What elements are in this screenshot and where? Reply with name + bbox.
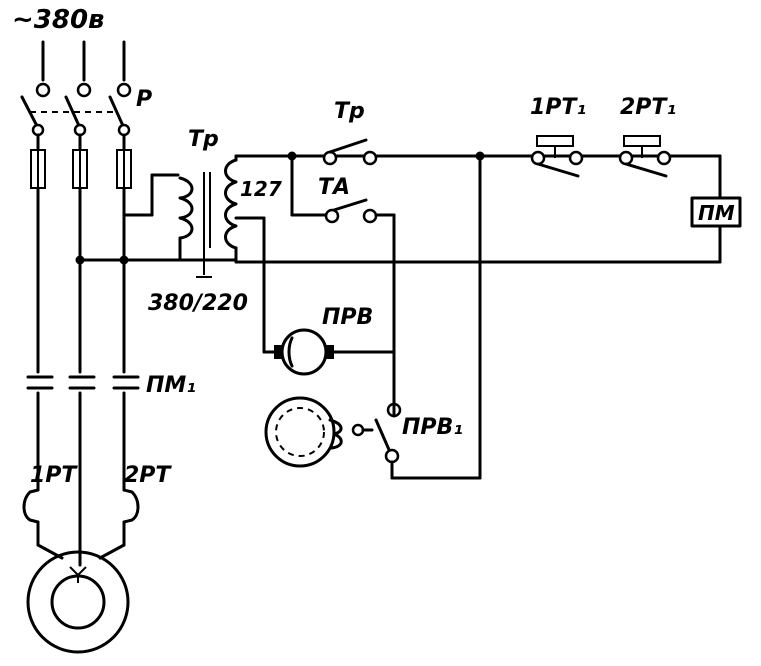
switch-ta-label: ТА bbox=[318, 175, 350, 200]
transformer-label: Тр bbox=[188, 127, 219, 152]
contactor-coil-label: ПМ bbox=[698, 201, 735, 225]
contact-prv1 bbox=[351, 154, 482, 480]
supply-label: ~380в bbox=[12, 5, 105, 35]
supply-phases bbox=[20, 40, 132, 152]
secondary-voltage-label: 127 bbox=[240, 177, 282, 201]
main-switch-label: Р bbox=[136, 87, 152, 112]
relay-2rt1-label: 2РТ₁ bbox=[620, 95, 676, 120]
relay-1rt1-label: 1РТ₁ bbox=[530, 95, 586, 120]
transformer-primary bbox=[75, 172, 237, 278]
motor-prv bbox=[262, 328, 396, 376]
fuses bbox=[30, 149, 132, 189]
transformer-secondary bbox=[224, 151, 722, 354]
relay-1rt1 bbox=[530, 135, 584, 178]
contactor-coil bbox=[690, 154, 742, 264]
cam-disc bbox=[264, 396, 343, 468]
relay-2rt1 bbox=[618, 135, 672, 178]
switch-tr-label: Тр bbox=[334, 99, 365, 124]
contact-pm1-label: ПМ₁ bbox=[146, 373, 196, 398]
thermal-heaters bbox=[22, 488, 140, 567]
contact-prv1-label: ПРВ₁ bbox=[402, 415, 463, 440]
transformer-ratio-label: 380/220 bbox=[148, 291, 248, 316]
main-motor bbox=[26, 550, 130, 654]
phase-lines bbox=[26, 186, 140, 547]
switch-tr bbox=[322, 138, 378, 166]
switch-ta bbox=[290, 154, 396, 402]
motor-prv-label: ПРВ bbox=[322, 305, 373, 330]
thermal-1rt-label: 1РТ bbox=[30, 463, 78, 488]
thermal-2rt-label: 2РТ bbox=[124, 463, 172, 488]
